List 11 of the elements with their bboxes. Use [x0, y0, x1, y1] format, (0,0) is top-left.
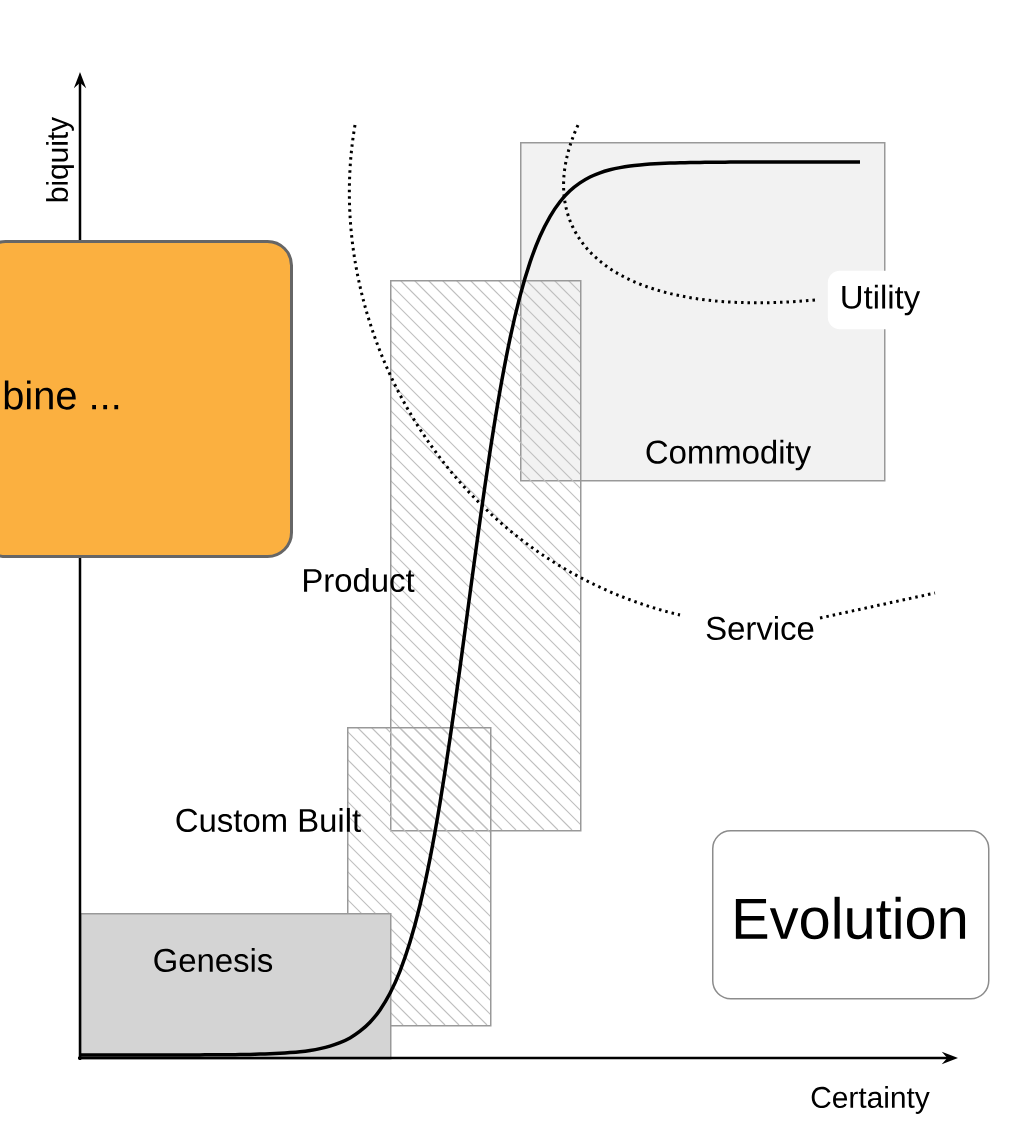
axis-label: Certainty — [811, 1086, 930, 1114]
boundary-label: Utility — [827, 270, 933, 330]
title-box: Evolution — [712, 830, 990, 1000]
stage-label: Commodity — [646, 439, 812, 471]
axis-label: biquity — [46, 116, 74, 202]
stage-label: Custom Built — [176, 807, 361, 833]
callout-box: bine ... — [0, 240, 293, 558]
stage-label: Product — [304, 567, 415, 593]
boundary-label: Service — [706, 615, 814, 641]
stage-label: Genesis — [154, 947, 273, 973]
stage-box — [80, 913, 392, 1060]
